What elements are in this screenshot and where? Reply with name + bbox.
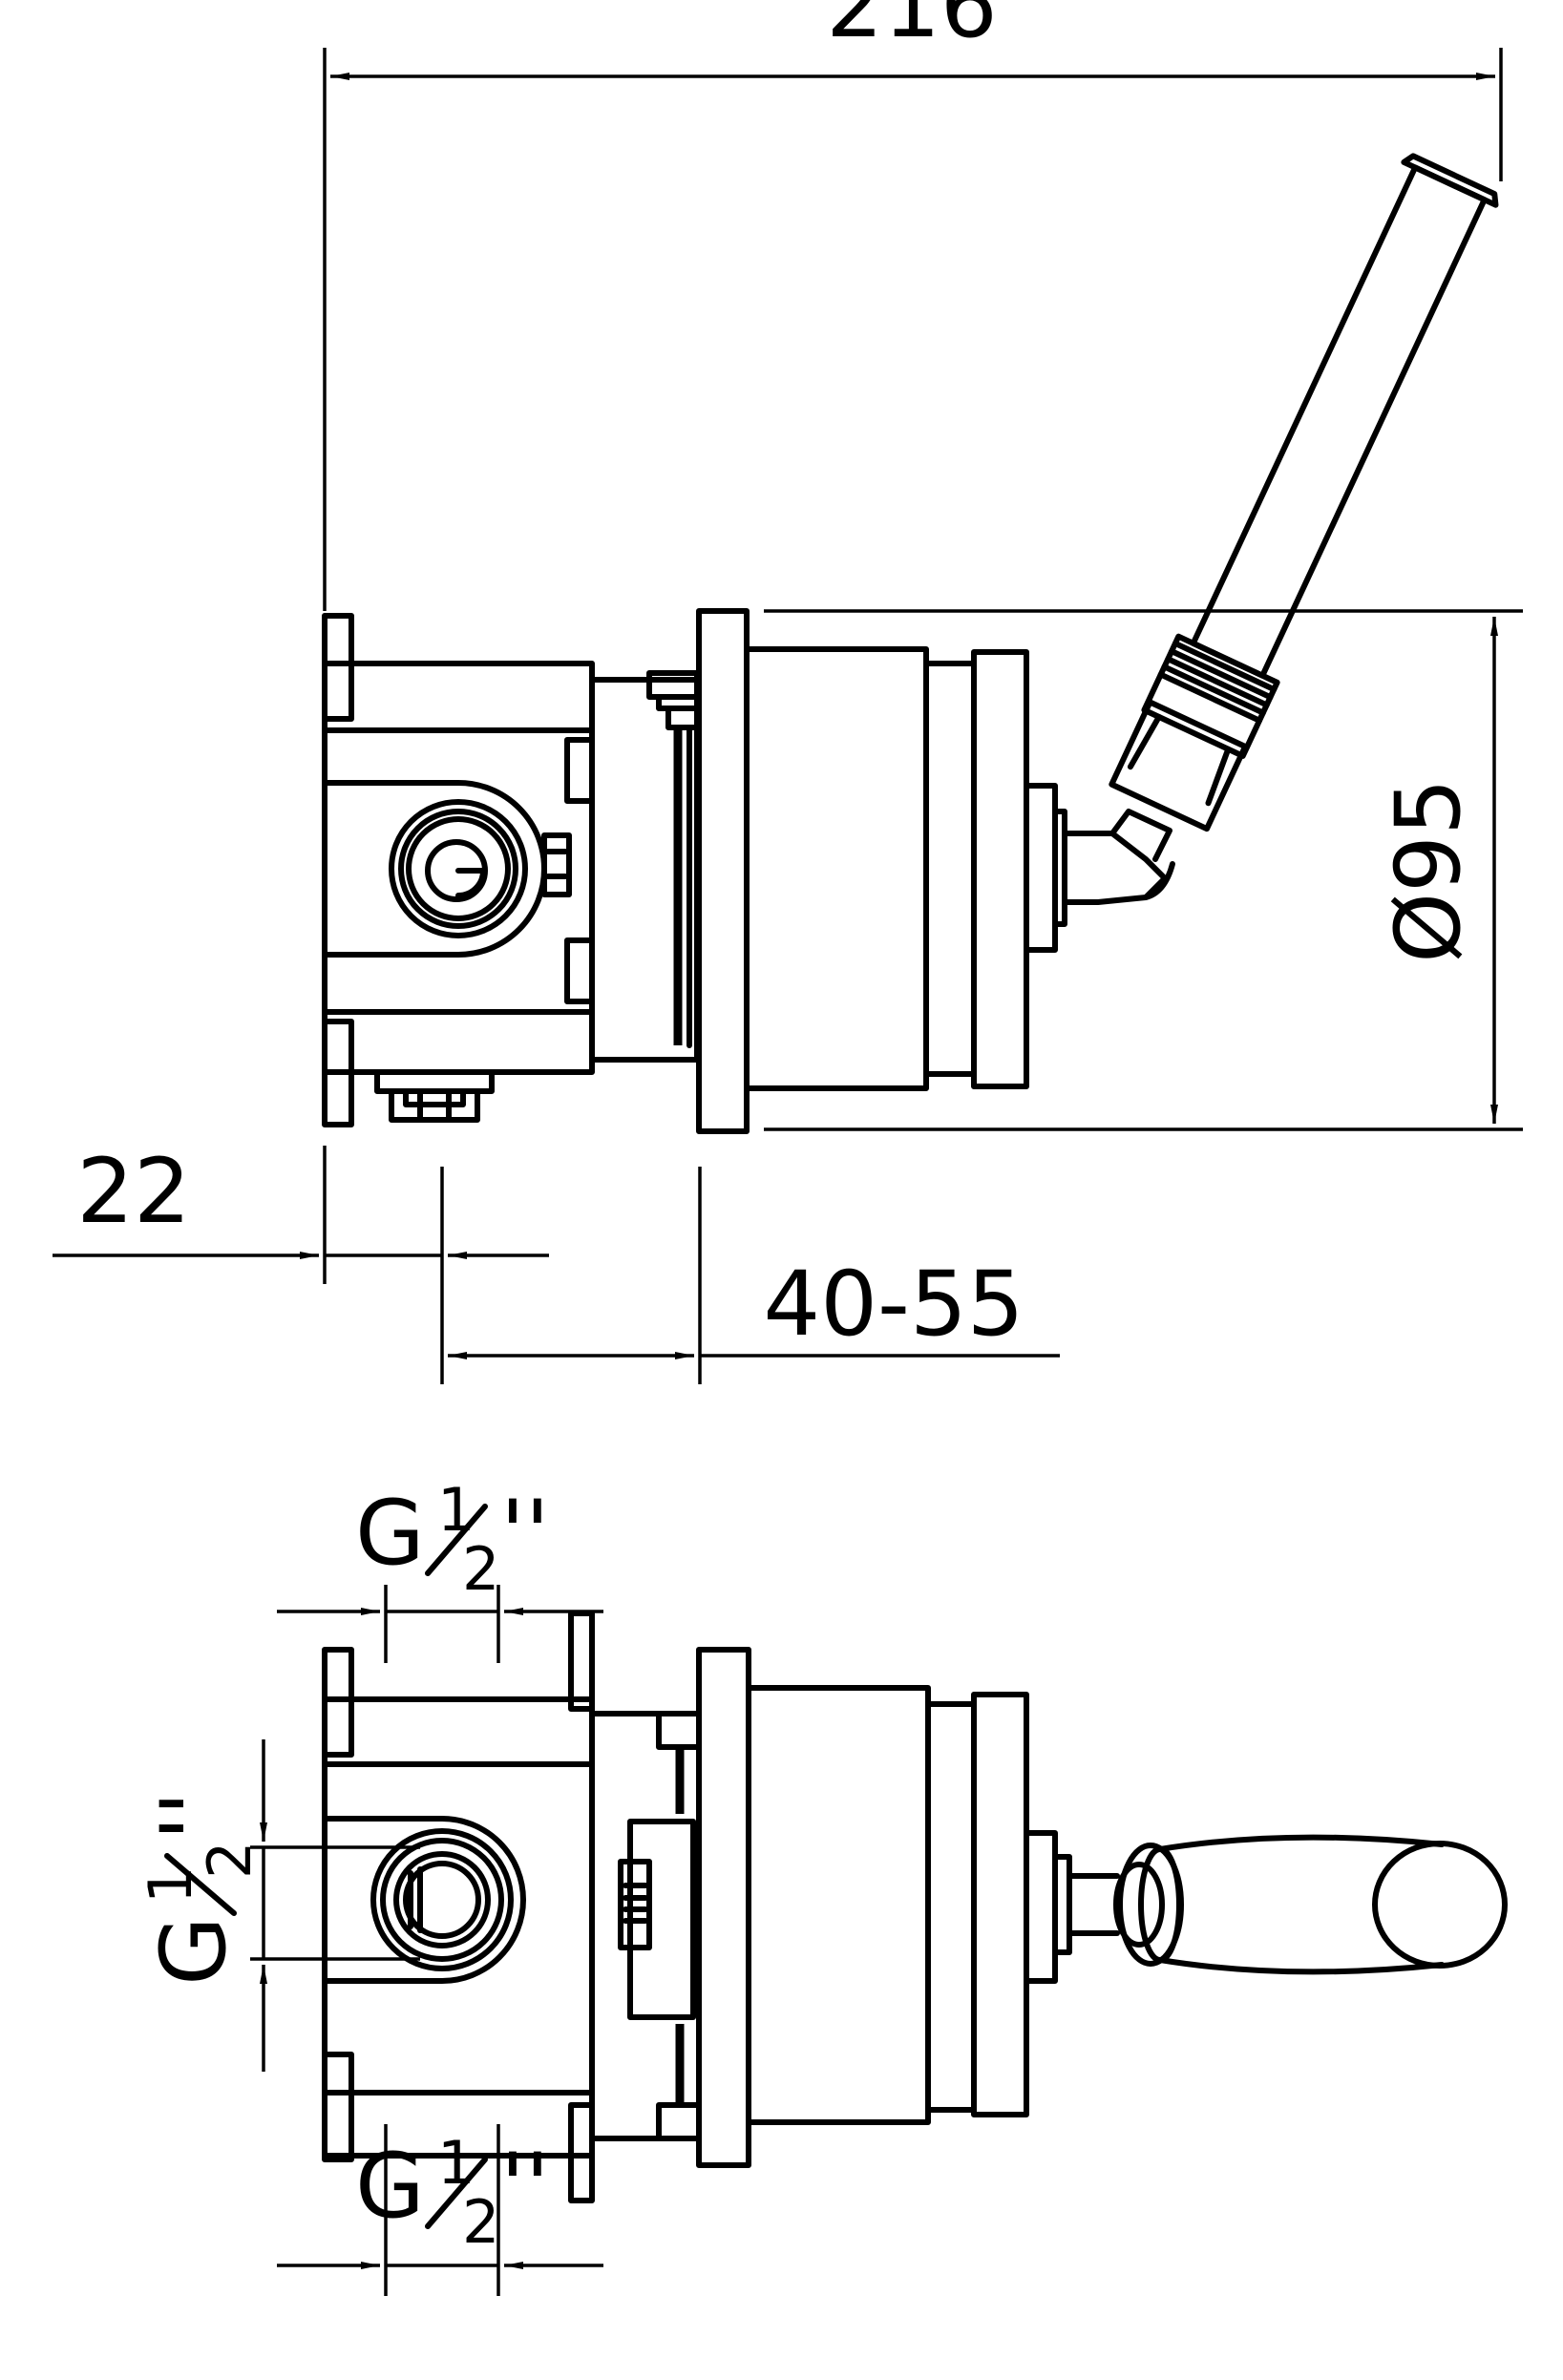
lever-handle xyxy=(1024,153,1499,953)
thread-inch-bottom: '' xyxy=(500,2135,550,2239)
wall-offset-label: 22 xyxy=(76,1140,191,1244)
thread-denominator-side: 2 xyxy=(195,1842,264,1879)
thread-inch-top: '' xyxy=(500,1482,550,1586)
thread-callout-top: G 1 2 '' xyxy=(277,1475,603,1663)
thread-numerator-side: 1 xyxy=(136,1866,205,1904)
front-view: G 1 2 '' xyxy=(136,1475,1508,2296)
diameter-label: Ø95 xyxy=(1377,778,1481,963)
threaded-sleeve xyxy=(589,670,700,1063)
thread-numerator-bottom: 1 xyxy=(437,2128,475,2198)
outlet-port-front xyxy=(322,1816,526,1984)
thread-letter-bottom: G xyxy=(355,2135,425,2239)
thread-callout-side: G 1 2 '' xyxy=(136,1739,420,2072)
overall-length-label: 216 xyxy=(826,0,997,58)
bottom-fitting xyxy=(374,1069,495,1123)
diameter-dimension: Ø95 xyxy=(764,609,1523,1131)
cartridge-front xyxy=(696,1647,1029,2168)
thread-letter-top: G xyxy=(355,1482,425,1586)
mounting-box-front xyxy=(322,1611,595,2203)
depth-range-label: 40-55 xyxy=(763,1253,1024,1357)
cartridge-body xyxy=(744,646,1029,1091)
inlet-port xyxy=(322,780,547,958)
depth-range-dimension: 40-55 xyxy=(448,1167,1060,1384)
thread-callout-bottom: G 1 2 '' xyxy=(277,2124,603,2296)
thread-numerator-top: 1 xyxy=(437,1475,475,1545)
thread-denominator-top: 2 xyxy=(462,1534,499,1604)
sleeve-front xyxy=(589,1711,702,2141)
escutcheon-plate xyxy=(696,608,750,1134)
side-view: 216 xyxy=(53,0,1523,1384)
wall-offset-dimension: 22 xyxy=(53,1140,549,1384)
overall-length-dimension: 216 xyxy=(323,0,1503,611)
thread-letter-side: G xyxy=(142,1916,246,1986)
thread-inch-side: '' xyxy=(142,1791,246,1841)
thread-denominator-bottom: 2 xyxy=(462,2187,499,2257)
lever-front xyxy=(1024,1830,1508,1984)
